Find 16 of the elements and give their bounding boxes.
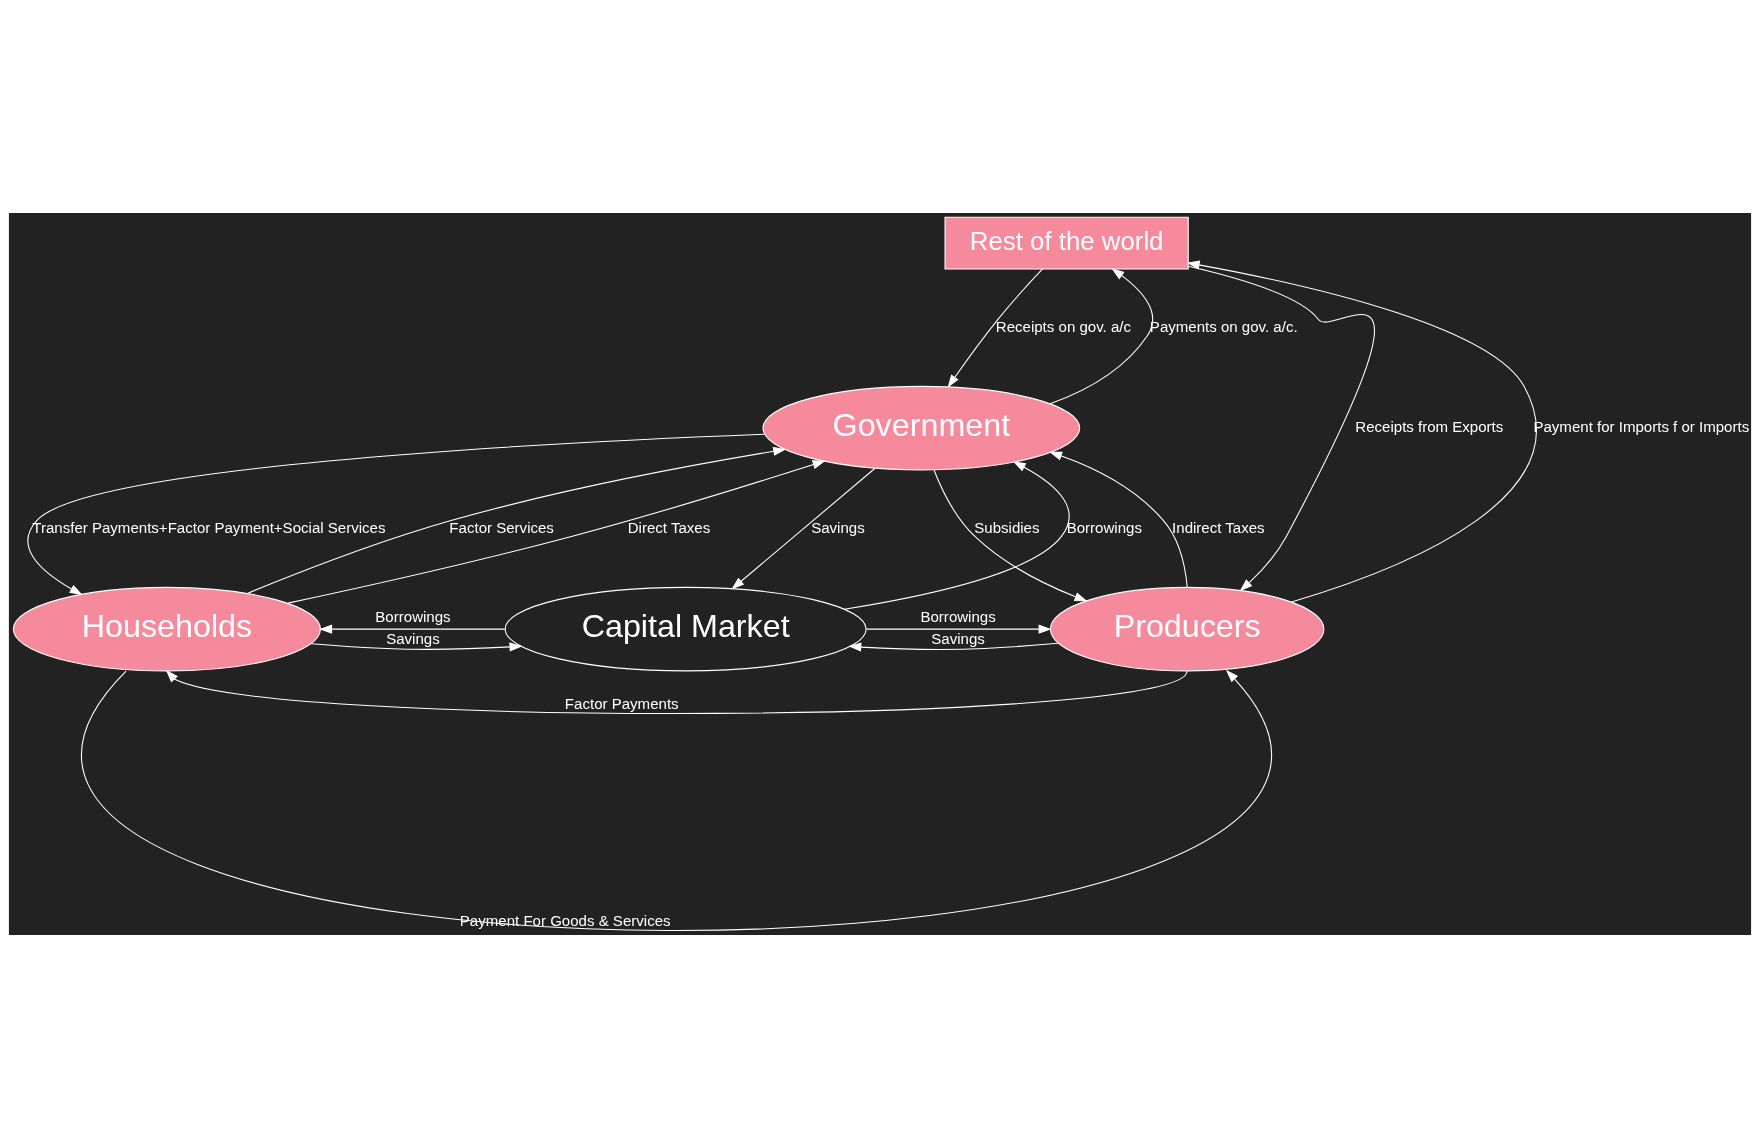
edge-label: Factor Services — [449, 518, 554, 536]
edge-label: Direct Taxes — [627, 518, 711, 536]
edge-label: Savings — [811, 518, 865, 536]
edge-label: Savings — [931, 629, 985, 647]
edge-label: Subsidies — [974, 518, 1040, 536]
edge-label: Factor Payments — [564, 694, 679, 712]
edge-label: Transfer Payments+Factor Payment+Social Services — [32, 518, 386, 536]
edge-label: Payment for Imports f or Imports — [1533, 417, 1750, 435]
edge-label: Receipts on gov. a/c — [995, 317, 1132, 335]
edge-label: Payments on gov. a/c. — [1149, 317, 1298, 335]
edge-label: Borrowings — [375, 607, 451, 625]
edge-label: Receipts from Exports — [1355, 417, 1504, 435]
edge-label: Borrowings — [1066, 518, 1142, 536]
edge-label: Savings — [386, 629, 440, 647]
edge-label: Borrowings — [920, 607, 996, 625]
edge-label: Indirect Taxes — [1172, 518, 1265, 536]
